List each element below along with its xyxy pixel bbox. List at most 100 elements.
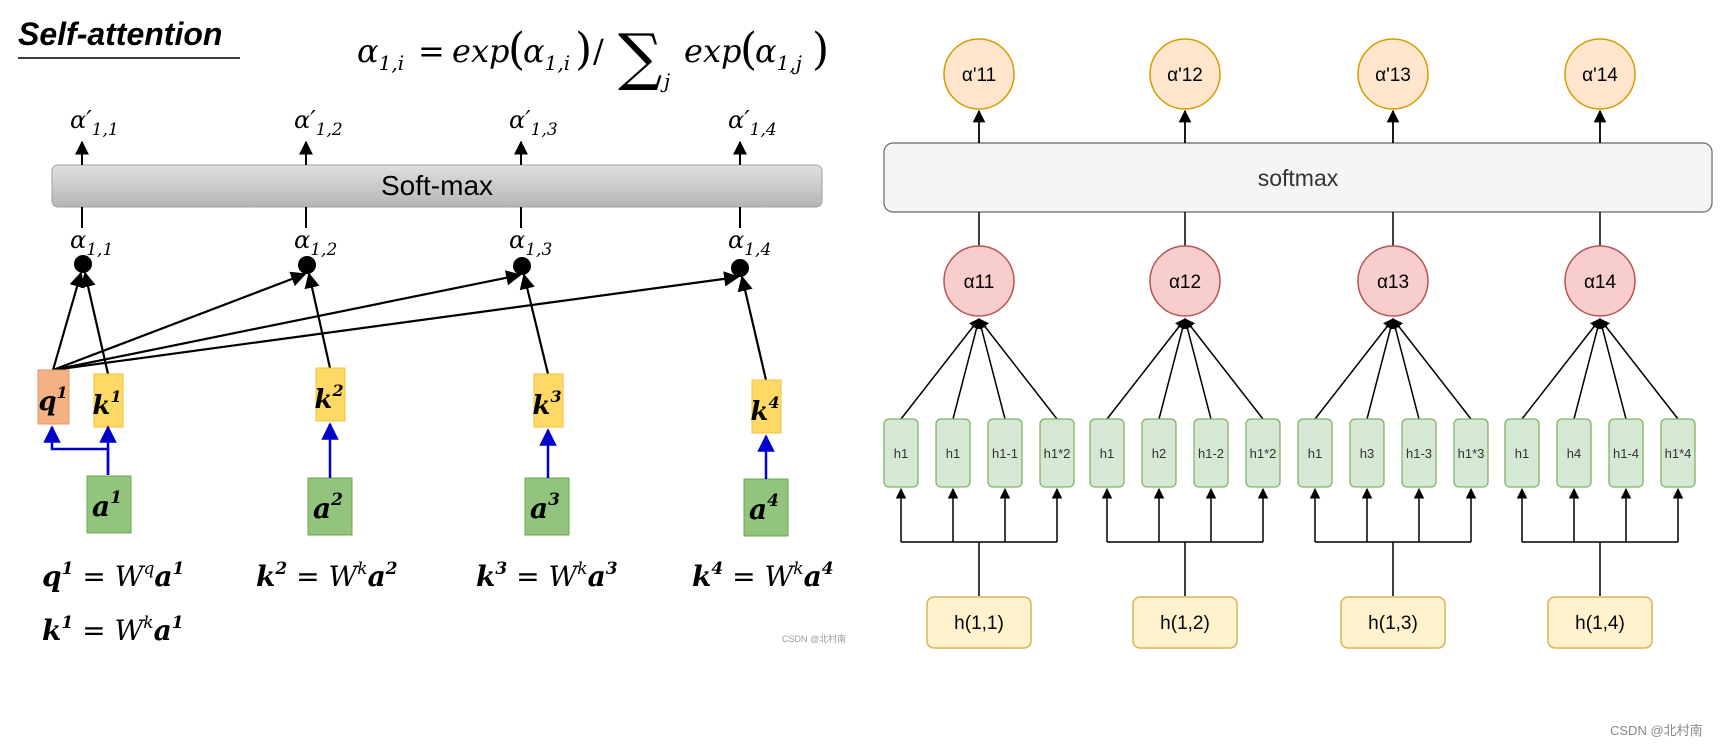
term-label-4-4: h1*4 — [1665, 446, 1692, 461]
q1-to-dot-arrow-1 — [51, 271, 85, 371]
score-label-3: α13 — [1377, 272, 1409, 293]
h-input-box-3 — [1340, 596, 1446, 649]
term-to-score-arrow-2-2 — [1158, 317, 1188, 420]
term-label-1-3: h1-1 — [992, 446, 1018, 461]
left-panel: Self-attention α1,i = exp ( α1,i ) / ∑ j… — [18, 16, 846, 647]
equation-1: q1 = Wqa1 — [42, 559, 184, 593]
formula-sum-sub: j — [660, 69, 670, 93]
a1-to-q1-arrow — [43, 425, 110, 475]
term-box-1-2 — [935, 418, 971, 488]
term-label-1-4: h1*2 — [1044, 446, 1071, 461]
score-node-1 — [943, 245, 1015, 317]
q1-to-dot-arrow-4 — [52, 271, 740, 372]
score-node-2 — [1149, 245, 1221, 317]
term-to-score-arrow-3-1 — [1314, 318, 1394, 420]
key-label-1: k1 — [92, 387, 121, 421]
svg-text:α1,i: α1,i — [357, 32, 404, 75]
term-box-3-3 — [1401, 418, 1437, 488]
output-label-2: α'12 — [1167, 65, 1203, 86]
equation-3: k3 = Wka3 — [476, 559, 618, 593]
term-to-score-arrow-1-4 — [978, 318, 1058, 420]
term-to-score-arrow-2-1 — [1106, 318, 1186, 420]
input-box-1 — [86, 475, 132, 534]
right-softmax-label: softmax — [1258, 165, 1339, 191]
h-input-box-4 — [1547, 596, 1653, 649]
key-label-3: k3 — [532, 387, 561, 421]
svg-text:α1,i: α1,i — [523, 32, 570, 75]
formula-slash: / — [593, 32, 604, 70]
term-box-4-1 — [1504, 418, 1540, 488]
term-box-2-3 — [1193, 418, 1229, 488]
formula-arg2-sub: 1,j — [777, 51, 802, 75]
formula-sum: ∑ — [618, 20, 662, 93]
formula-lhs-sub: 1,i — [379, 51, 404, 75]
query-label: q1 — [38, 383, 67, 417]
term-to-score-arrow-4-4 — [1599, 318, 1679, 420]
term-label-3-2: h3 — [1360, 446, 1374, 461]
term-box-2-4 — [1245, 418, 1281, 488]
alpha-label-2: α1,2 — [294, 226, 337, 260]
output-label-1: α'11 — [962, 65, 996, 86]
formula-eq: = — [418, 32, 445, 70]
input-label-4: a4 — [749, 491, 779, 526]
input-label-3: a3 — [530, 490, 560, 525]
term-box-3-1 — [1297, 418, 1333, 488]
h-input-label-3: h(1,3) — [1368, 613, 1418, 634]
term-to-score-arrow-4-2 — [1573, 317, 1603, 420]
term-box-1-1 — [883, 418, 919, 488]
left-watermark: CSDN @北村南 — [782, 633, 846, 644]
formula-arg1: α — [523, 32, 545, 70]
term-to-score-arrow-2-4 — [1184, 318, 1264, 420]
term-to-score-arrow-1-1 — [900, 318, 980, 420]
key-label-2: k2 — [314, 381, 343, 415]
formula-arg1-sub: 1,i — [545, 51, 570, 75]
alpha-prime-label-3: α′1,3 — [509, 106, 558, 140]
left-softmax-label: Soft-max — [381, 170, 493, 201]
key-to-dot-arrow-2 — [304, 272, 332, 369]
h-input-box-1 — [926, 596, 1032, 649]
left-columns: α′1,1α1,1k1a1α′1,2α1,2k2a2α′1,3α1,3k3a3α… — [51, 106, 789, 537]
key-to-dot-arrow-1 — [80, 271, 110, 375]
term-label-2-1: h1 — [1100, 446, 1114, 461]
term-label-1-1: h1 — [894, 446, 908, 461]
input-box-2 — [307, 477, 353, 536]
svg-text:(: ( — [740, 24, 757, 75]
term-to-score-arrow-3-2 — [1366, 317, 1396, 420]
right-watermark: CSDN @北村南 — [1610, 723, 1703, 738]
term-box-3-2 — [1349, 418, 1385, 488]
query-box — [37, 369, 70, 425]
key-box-2 — [315, 367, 346, 422]
term-label-2-4: h1*2 — [1250, 446, 1277, 461]
key-box-3 — [533, 373, 564, 428]
score-label-4: α14 — [1584, 272, 1617, 293]
alpha-label-3: α1,3 — [509, 226, 552, 260]
term-box-4-2 — [1556, 418, 1592, 488]
key-to-dot-arrow-3 — [519, 273, 550, 375]
term-to-score-arrow-4-3 — [1597, 317, 1627, 420]
left-title: Self-attention — [18, 16, 222, 52]
term-to-score-arrow-4-1 — [1521, 318, 1601, 420]
svg-text:): ) — [575, 24, 592, 75]
equation-2: k2 = Wka2 — [256, 559, 398, 593]
term-label-4-3: h1-4 — [1613, 446, 1639, 461]
alpha-prime-label-2: α′1,2 — [294, 106, 343, 140]
softmax-formula: α1,i = exp ( α1,i ) / ∑ j exp ( α1,j ) — [357, 20, 829, 93]
term-to-score-arrow-1-3 — [976, 317, 1006, 420]
term-label-2-3: h1-2 — [1198, 446, 1224, 461]
term-to-score-arrow-2-3 — [1182, 317, 1212, 420]
score-node-3 — [1357, 245, 1429, 317]
q1-to-dot-arrow-3 — [52, 270, 522, 372]
formula-arg2: α — [755, 32, 777, 70]
term-label-4-1: h1 — [1515, 446, 1529, 461]
output-node-1 — [943, 38, 1015, 110]
equation-4: k4 = Wka4 — [692, 559, 834, 593]
term-label-3-4: h1*3 — [1458, 446, 1485, 461]
output-node-2 — [1149, 38, 1221, 110]
term-box-2-2 — [1141, 418, 1177, 488]
dot-product-node-3 — [513, 257, 531, 275]
alpha-label-4: α1,4 — [728, 226, 771, 260]
input-box-4 — [743, 478, 789, 537]
